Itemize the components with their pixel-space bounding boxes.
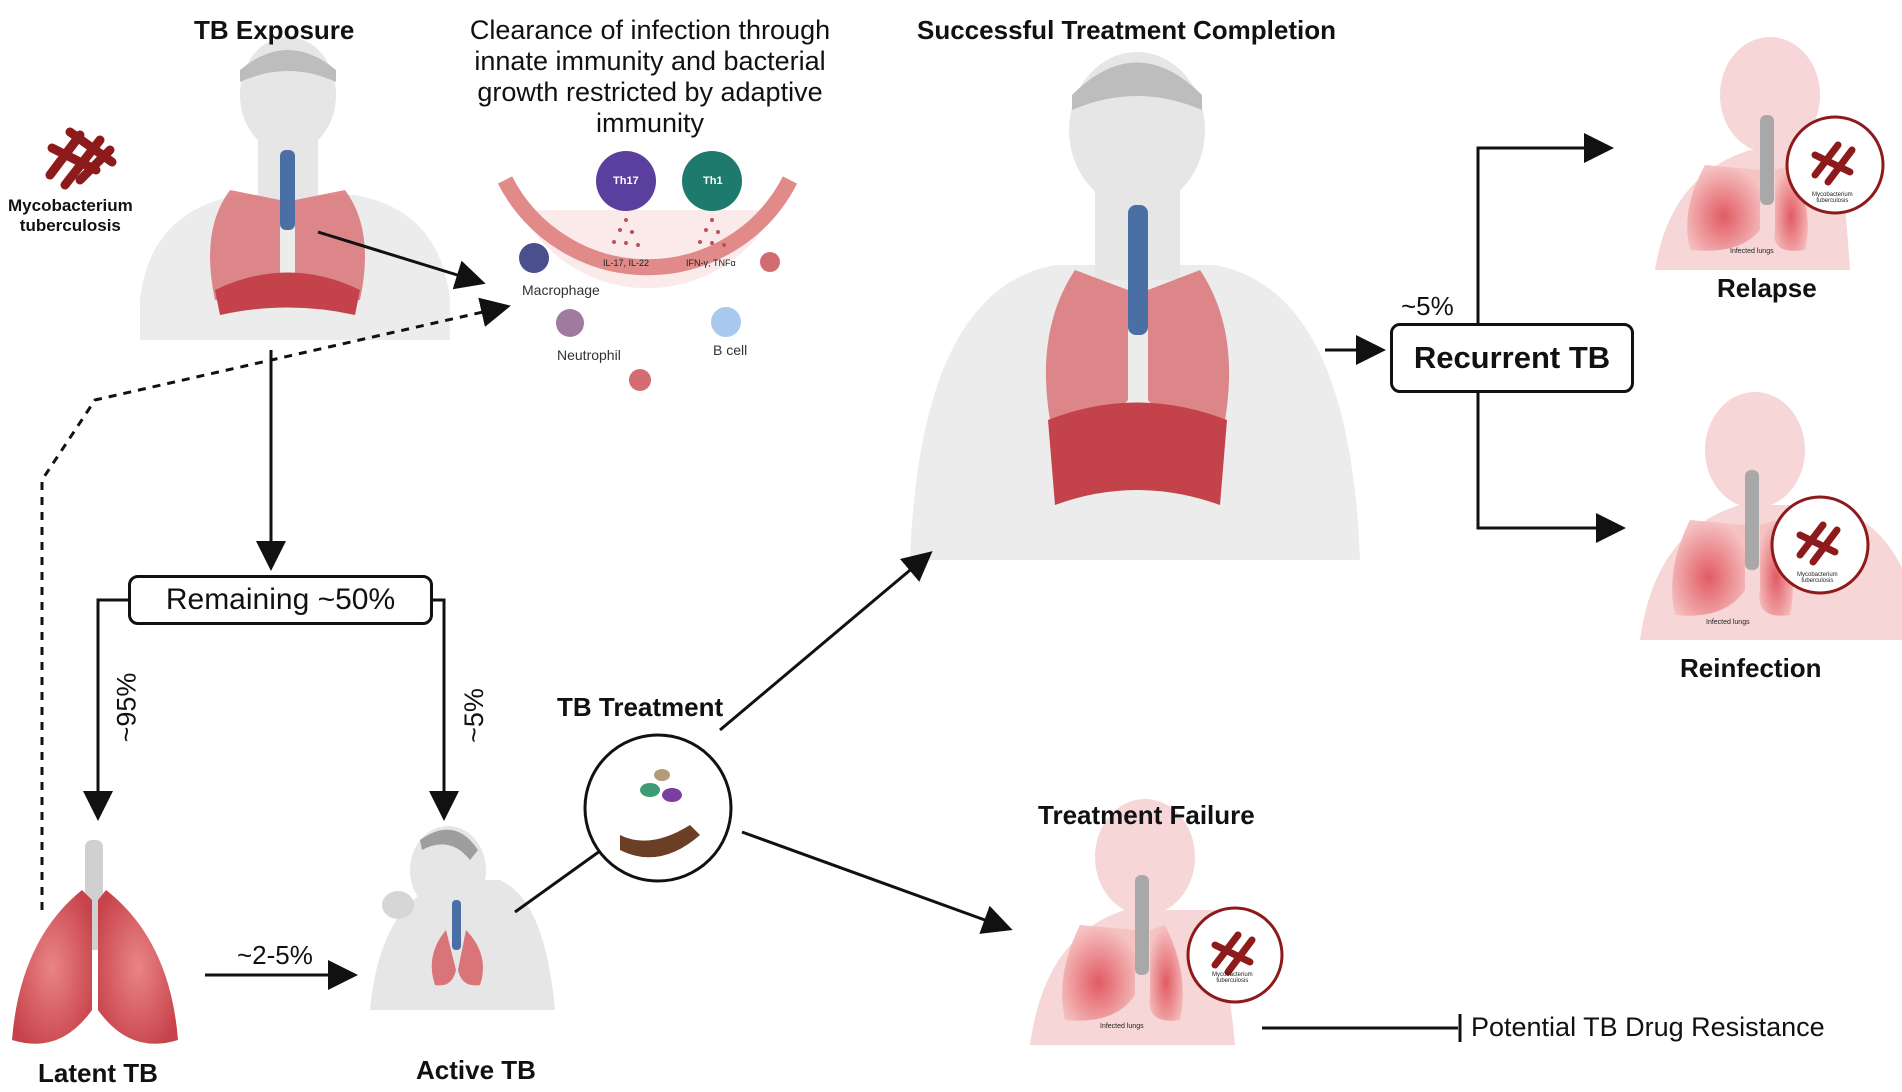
- b-cell-label: B cell: [713, 342, 748, 358]
- drug-resistance-label: Potential TB Drug Resistance: [1471, 1012, 1825, 1042]
- relapse-infected-lungs: Infected lungs: [1730, 248, 1774, 255]
- relapse-myco-small: Mycobacterium tuberculosis: [1812, 192, 1853, 204]
- arrow-treatment-to-failure: [741, 830, 1013, 934]
- arrow-remaining-to-latent: [83, 598, 130, 821]
- tb-exposure-figure: [140, 37, 450, 340]
- cytokine-dots: [612, 218, 726, 247]
- failure-infected-lungs: Infected lungs: [1100, 1023, 1144, 1030]
- active-tb-figure: [370, 826, 555, 1010]
- reinfection-myco-small: Mycobacterium tuberculosis: [1797, 572, 1838, 584]
- relapse-label: Relapse: [1717, 273, 1817, 303]
- th1-cell: [682, 151, 742, 211]
- th1-label: Th1: [703, 175, 723, 187]
- arrow-exposure-to-clearance: [317, 230, 486, 290]
- failure-myco-small: Mycobacterium tuberculosis: [1212, 972, 1253, 984]
- clearance-text: Clearance of infection through innate im…: [469, 15, 831, 138]
- arrow-recurrent-to-reinfection: [1476, 392, 1626, 543]
- tb-treatment-label: TB Treatment: [557, 692, 724, 722]
- th17-cell: [596, 151, 656, 211]
- percent-to-latent: ~95%: [111, 672, 142, 743]
- reinfection-figure: [1640, 392, 1902, 640]
- line-active-to-treatment: [514, 849, 601, 914]
- arrow-remaining-to-active: [429, 598, 459, 821]
- treatment-failure-label: Treatment Failure: [1038, 800, 1255, 830]
- mycobacterium-label: Mycobacterium tuberculosis: [8, 196, 133, 235]
- active-tb-label: Active TB: [416, 1055, 536, 1085]
- successful-treatment-figure: [910, 52, 1360, 560]
- latent-tb-label: Latent TB: [38, 1058, 158, 1088]
- tb-treatment-icon: [583, 733, 733, 883]
- dashed-latent-to-clearance: [40, 297, 511, 910]
- successful-completion-label: Successful Treatment Completion: [917, 15, 1336, 45]
- reinfection-infected-lungs: Infected lungs: [1706, 619, 1750, 626]
- b-cell: [711, 307, 741, 337]
- reinfection-label: Reinfection: [1680, 653, 1822, 683]
- recurrent-percentage: ~5%: [1401, 291, 1454, 321]
- macrophage-cell: [519, 243, 549, 273]
- relapse-figure: [1655, 37, 1885, 270]
- latent-tb-lungs: [12, 840, 178, 1044]
- neutrophil-label: Neutrophil: [557, 347, 621, 363]
- treatment-failure-figure: [1030, 799, 1284, 1045]
- immune-clearance-inset: [497, 176, 798, 391]
- latent-to-active-percentage: ~2-5%: [237, 940, 313, 970]
- macrophage-label: Macrophage: [522, 282, 600, 298]
- remaining-box: Remaining ~50%: [128, 575, 433, 625]
- th1-cytokines: IFN-γ, TNFα: [686, 258, 736, 268]
- recurrent-tb-box: Recurrent TB: [1390, 323, 1634, 393]
- arrow-recurrent-to-relapse: [1476, 133, 1614, 323]
- tb-exposure-label: TB Exposure: [194, 15, 355, 45]
- percent-to-active: ~5%: [458, 688, 489, 743]
- connectors: [40, 133, 1626, 1042]
- mycobacterium-icon: [45, 127, 117, 190]
- th17-label: Th17: [613, 175, 639, 187]
- neutrophil-cell: [556, 309, 584, 337]
- th17-cytokines: IL-17, IL-22: [603, 258, 650, 268]
- arrow-treatment-to-success: [719, 551, 933, 732]
